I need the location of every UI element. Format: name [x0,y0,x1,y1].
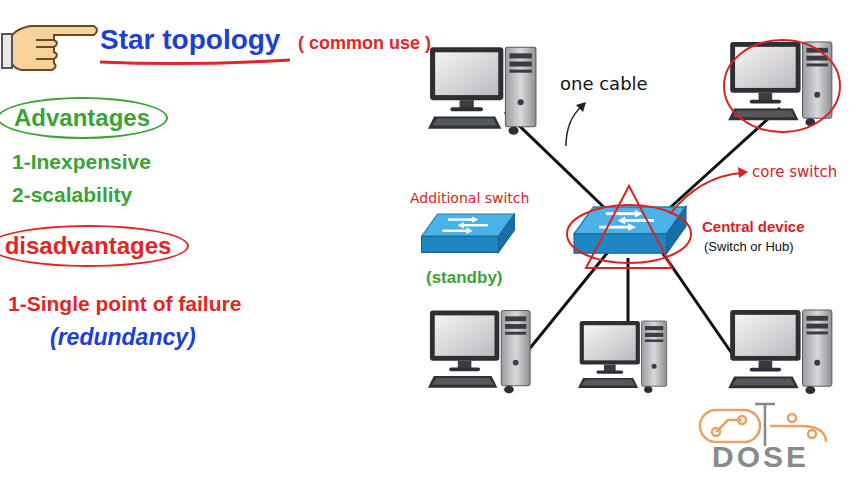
computer [428,311,530,394]
node-text-group: Advantages [14,104,150,132]
core-triangle [586,186,672,268]
advantage-item: 1-Inexpensive [12,150,151,174]
computer [728,310,832,394]
highlight-circle [724,40,840,132]
logo-graphic [700,404,826,446]
disadvantages-ellipse: disadvantages [0,225,189,267]
core-arrow [670,173,742,214]
standby-switch [422,214,515,252]
subtitle-note: ( common use ) [298,33,431,54]
computer [428,47,536,135]
arrow-head [738,167,748,178]
advantage-item: 2-scalability [12,183,132,207]
computer [578,321,667,393]
pointing-hand [2,26,97,70]
ellipse-label: Advantages [14,104,150,132]
device-label: (Switch or Hub) [704,240,794,255]
solution-note: (redundancy) [50,324,196,350]
device-label: (standby) [426,268,503,288]
device-label: Additional switch [410,190,529,206]
title-underline [100,60,290,64]
node-text-group: disadvantages [5,232,172,260]
logo-watermark: DOSE [712,440,809,475]
callout-label: one cable [560,74,648,95]
advantages-ellipse: Advantages [0,97,168,139]
computer [728,42,832,126]
callout-label: core switch [752,164,837,181]
diagram-title: Star topology [100,24,280,56]
device-label: Central device [702,218,805,235]
highlight-ellipse [567,205,691,263]
disadvantage-item: 1-Single point of failure [8,292,241,316]
ellipse-label: disadvantages [5,232,172,260]
callout-arrow [566,106,582,146]
arrow-head [576,102,586,112]
central-switch [574,207,686,253]
